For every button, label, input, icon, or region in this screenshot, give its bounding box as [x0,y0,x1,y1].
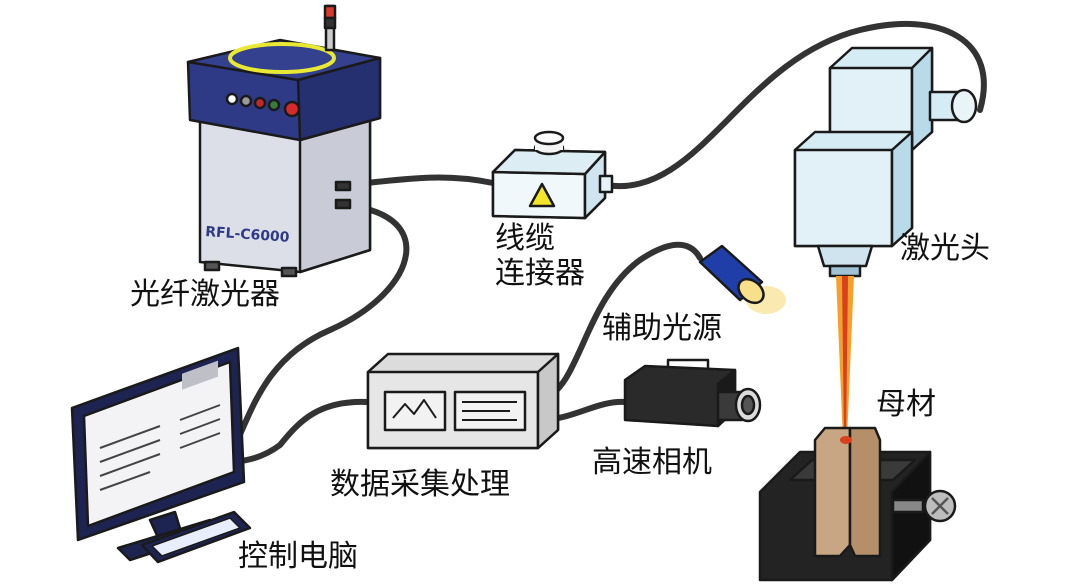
laser-ring [228,42,336,74]
cable-connector-label: 线缆 连接器 [475,221,605,291]
cable-laser-to-pc [227,202,410,458]
aux-light-label: 辅助光源 [602,311,722,346]
control-pc-label: 控制电脑 [238,539,358,574]
cable-daq-to-pc [222,398,371,465]
cable-connector-label-line2: 连接器 [495,255,585,291]
daq-label: 数据采集处理 [330,467,510,502]
warning-triangle-icon [528,182,556,208]
control-pc-device [70,346,252,564]
base-material-label: 母材 [876,387,936,422]
workpiece-fixture [758,426,957,582]
camera-device [623,358,762,428]
cable-daq-to-aux [542,241,703,401]
high-speed-camera-label: 高速相机 [592,445,712,480]
cable-connector-label-line1: 线缆 [495,221,555,256]
laser-beam [836,276,854,440]
device-model-label: RFL-C6000 [205,224,290,246]
cable-connector-to-head [602,20,987,190]
fiber-laser-label: 光纤激光器 [130,277,280,312]
laser-head-device [793,46,978,278]
aux-light-device [698,244,786,314]
laser-head-label: 激光头 [900,231,990,266]
fiber-laser-device [186,4,382,278]
cable-connector-device [491,130,614,220]
daq-device [366,352,560,450]
